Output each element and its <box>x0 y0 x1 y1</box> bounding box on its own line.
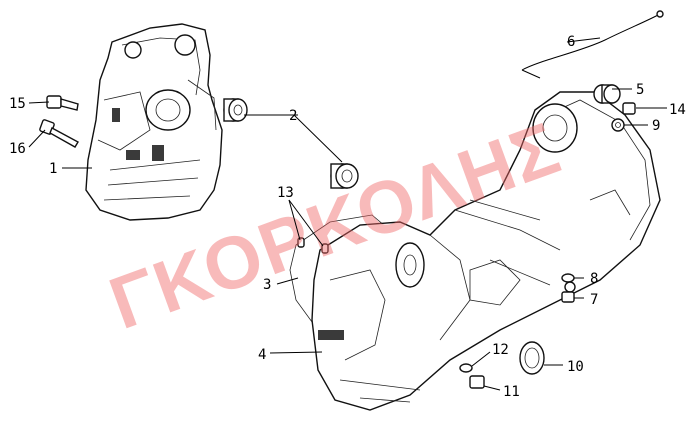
bolt-part-11 <box>469 375 485 389</box>
bushing-part-5 <box>593 84 621 104</box>
stud-part-16 <box>39 119 79 148</box>
callout-9: 9 <box>652 118 660 134</box>
dowel-pins-part-13 <box>297 237 329 254</box>
washer-part-8 <box>561 273 575 283</box>
callout-1: 1 <box>49 161 57 177</box>
leader-lines <box>28 37 667 391</box>
washer-part-9 <box>611 118 625 132</box>
callout-12: 12 <box>492 342 509 358</box>
callout-5: 5 <box>636 82 644 98</box>
callout-6: 6 <box>567 34 575 50</box>
washer-part-12 <box>459 363 473 373</box>
callout-15: 15 <box>9 96 26 112</box>
callout-16: 16 <box>9 141 26 157</box>
bolt-part-15 <box>46 95 79 111</box>
drain-bolt-part-7 <box>561 291 575 303</box>
callout-8: 8 <box>590 271 598 287</box>
bolt-part-14 <box>622 102 636 115</box>
breather-pipe-part-6 <box>521 10 664 79</box>
callout-10: 10 <box>567 359 584 375</box>
callout-3: 3 <box>263 277 271 293</box>
callout-2: 2 <box>289 108 297 124</box>
bearing-part-2-upper <box>223 98 248 122</box>
callout-11: 11 <box>503 384 520 400</box>
callout-13: 13 <box>277 185 294 201</box>
callout-14: 14 <box>669 102 686 118</box>
crankcase-half-part-1 <box>85 23 223 221</box>
bearing-part-2-lower <box>330 163 359 189</box>
callout-labels: 15 16 1 2 13 3 4 6 5 14 9 8 7 10 12 11 <box>9 34 686 400</box>
crankcase-main-part-4 <box>311 91 661 411</box>
callout-4: 4 <box>258 347 266 363</box>
oil-seal-part-10 <box>519 341 545 375</box>
callout-7: 7 <box>590 292 598 308</box>
